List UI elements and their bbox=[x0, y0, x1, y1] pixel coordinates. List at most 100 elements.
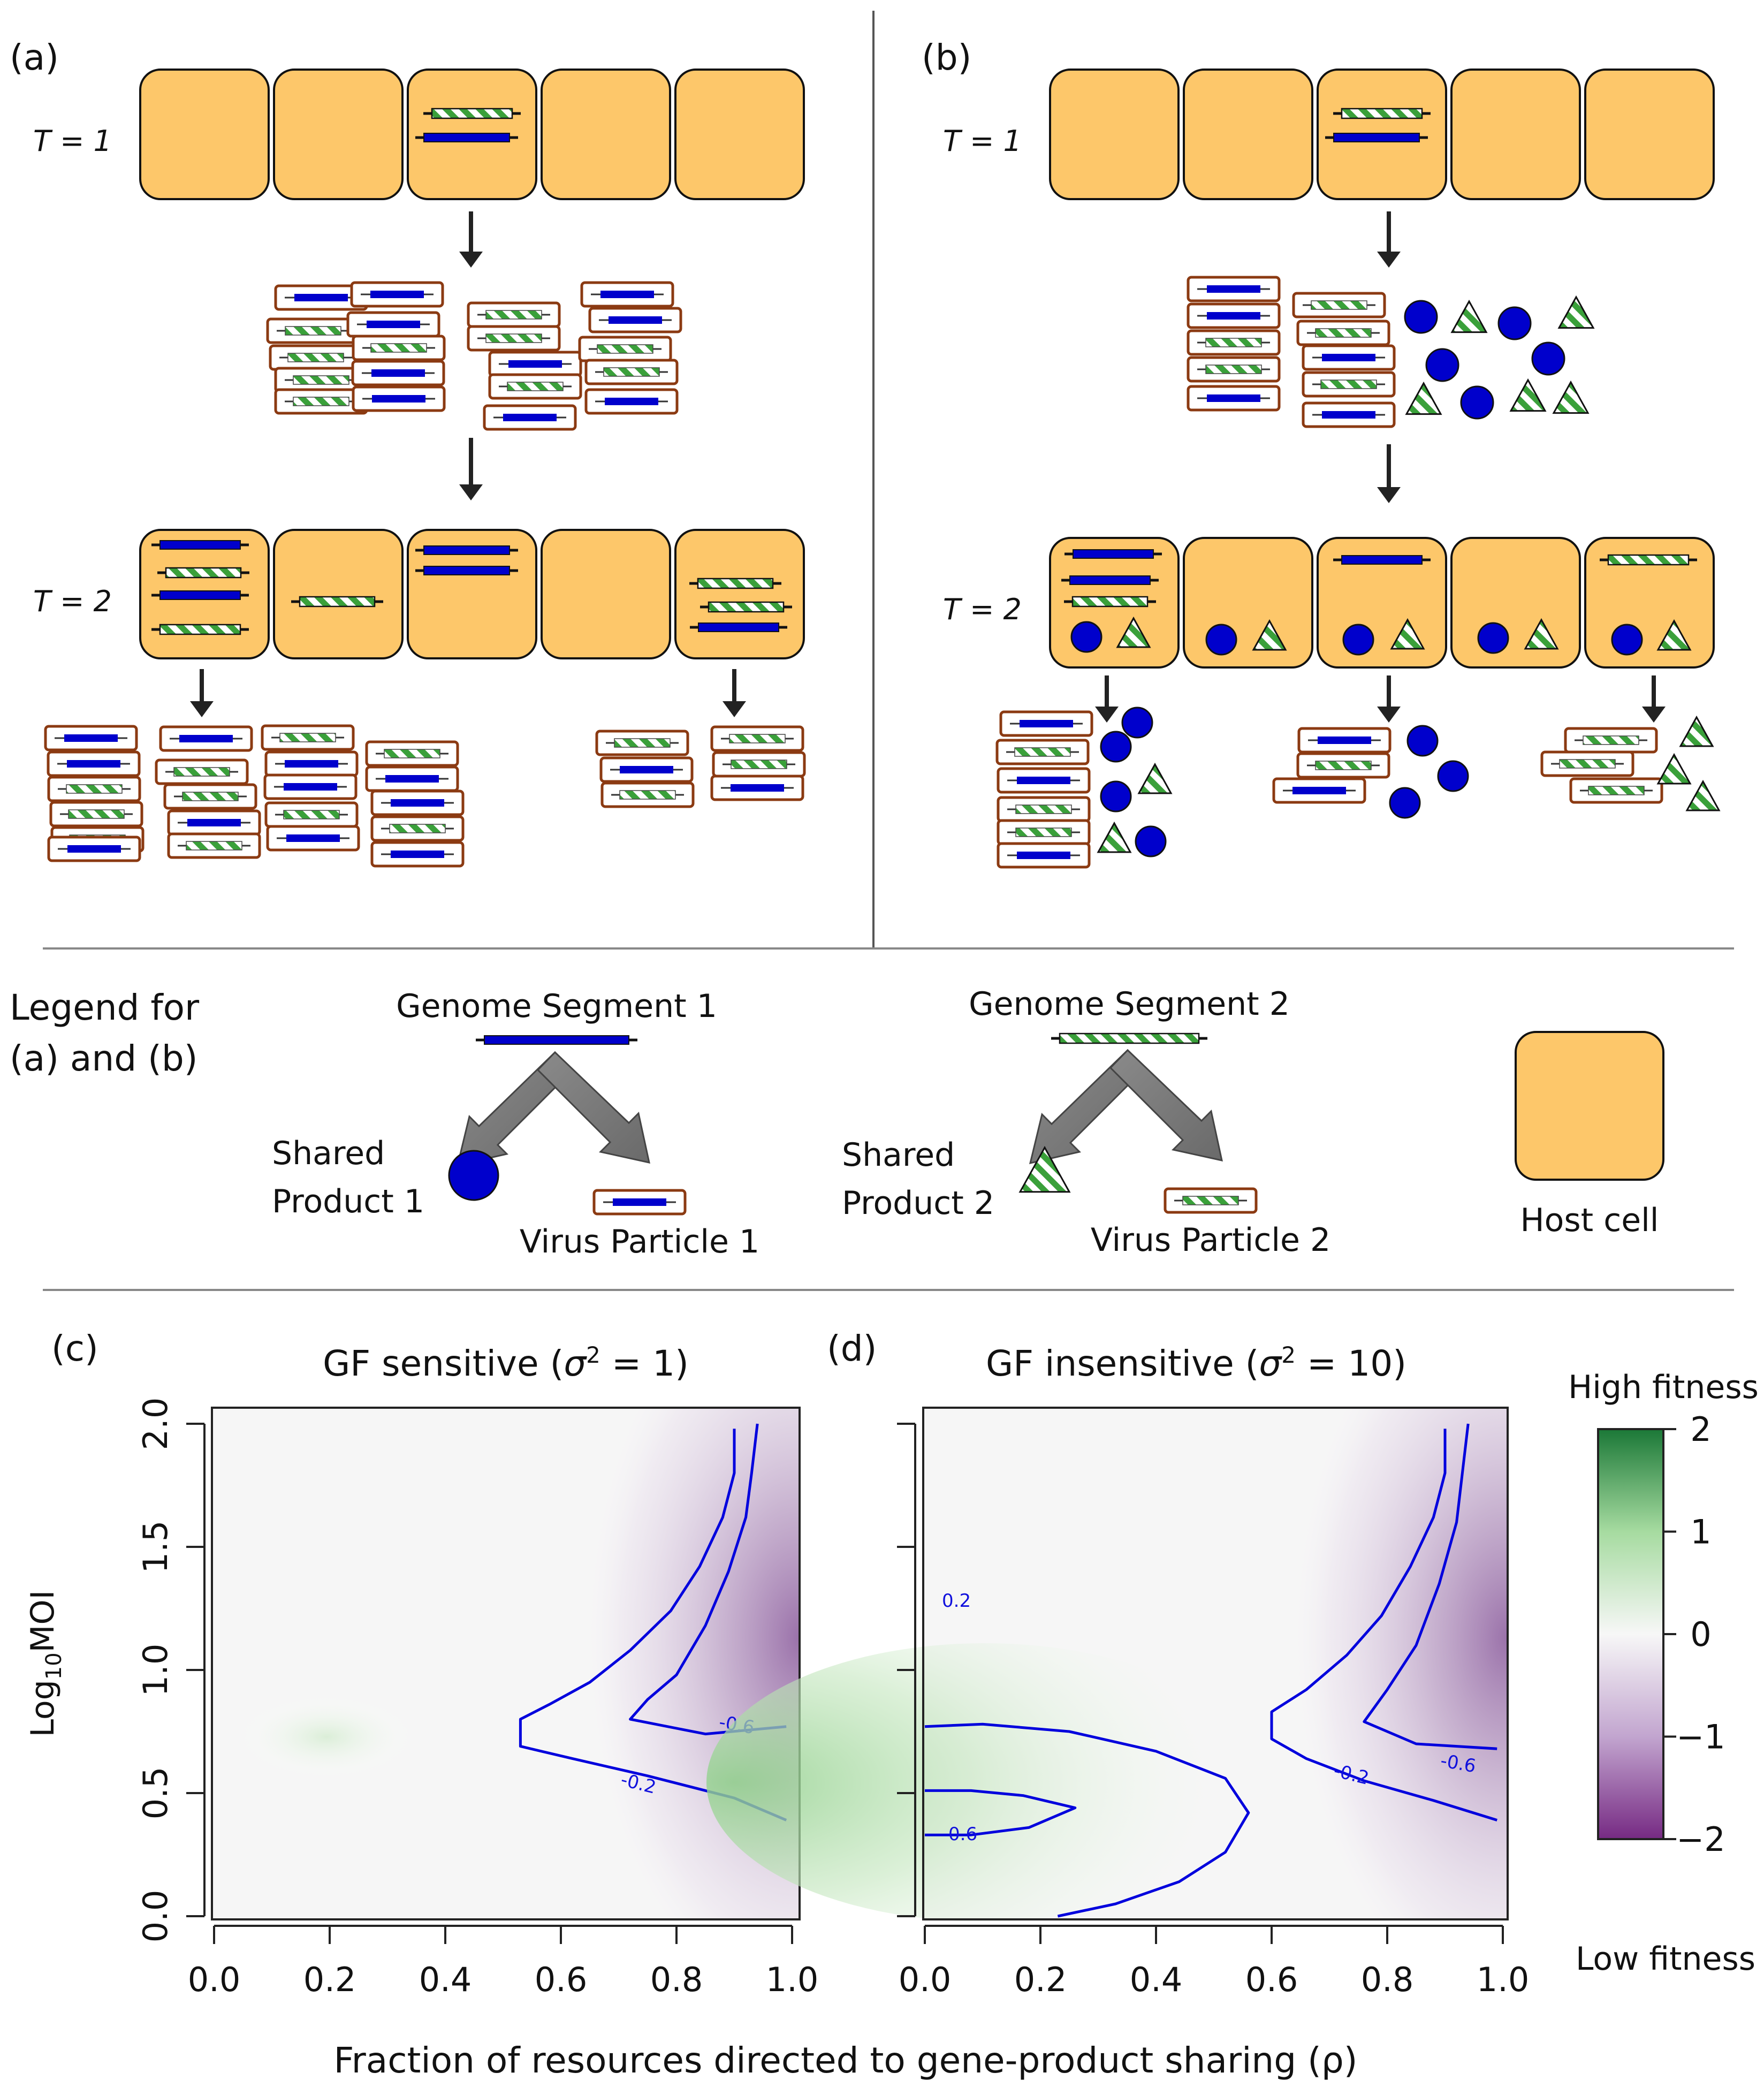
legend-arrows-1 bbox=[456, 1051, 650, 1167]
arrow-b-5 bbox=[1642, 675, 1666, 723]
legend-virus-particle-1 bbox=[592, 1189, 687, 1216]
panel-d-label: (d) bbox=[827, 1328, 877, 1369]
virus-particle-1 bbox=[370, 841, 465, 868]
legend-virus-particle-2 bbox=[1164, 1187, 1258, 1214]
legend-shared-product-2 bbox=[1018, 1145, 1071, 1193]
shared-product-2 bbox=[1137, 762, 1173, 794]
virus-particle-1 bbox=[47, 750, 141, 777]
y-tick-label-c-2: 1.0 bbox=[136, 1644, 175, 1697]
virus-particle-2 bbox=[1569, 777, 1663, 804]
contour-label-d-06: 0.6 bbox=[948, 1824, 977, 1845]
contour-c-1 bbox=[629, 1423, 787, 1736]
shared-product-2 bbox=[1450, 299, 1488, 333]
virus-particle-2 bbox=[1564, 727, 1658, 754]
virus-particle-1 bbox=[599, 756, 694, 783]
x-tick-label-c-4: 0.8 bbox=[650, 1960, 703, 1999]
shared-product-1 bbox=[1406, 725, 1439, 757]
virus-particle-1 bbox=[488, 351, 582, 377]
shared-product-2 bbox=[1252, 619, 1287, 651]
arrow-a-2 bbox=[459, 438, 483, 500]
genome-segment-1 bbox=[151, 590, 249, 600]
virus-particle-2 bbox=[1292, 292, 1386, 318]
virus-particle-1 bbox=[483, 404, 577, 431]
virus-particle-1 bbox=[999, 710, 1093, 737]
colorbar: High fitness 210−1−2 Low fitness bbox=[1568, 1369, 1759, 1978]
virus-particle-2 bbox=[261, 724, 355, 751]
virus-particle-1 bbox=[351, 360, 445, 386]
virus-particle-1 bbox=[1297, 727, 1392, 754]
host-cell-a-t2-5 bbox=[674, 529, 805, 659]
contour-d-0 bbox=[924, 1722, 1250, 1918]
genome-segment-1 bbox=[1065, 549, 1162, 559]
x-tick-label-d-4: 0.8 bbox=[1361, 1960, 1414, 1999]
genome-segment-1 bbox=[1061, 575, 1159, 585]
panel-b-t2: T = 2 bbox=[943, 593, 1022, 626]
genome-segment-2 bbox=[423, 108, 521, 119]
legend-particle1: Virus Particle 1 bbox=[520, 1223, 759, 1261]
shared-product-1 bbox=[1497, 306, 1532, 340]
colorbar-tick-label-3: −1 bbox=[1676, 1718, 1725, 1757]
arrow-b-2 bbox=[1377, 444, 1401, 503]
virus-particle-1 bbox=[588, 307, 682, 333]
virus-particle-1 bbox=[352, 385, 446, 412]
genome-segment-2 bbox=[689, 578, 781, 589]
x-tick-label-d-2: 0.4 bbox=[1130, 1960, 1183, 1999]
legend-host-cell bbox=[1515, 1031, 1664, 1181]
shared-product-2 bbox=[1509, 378, 1547, 412]
virus-particle-1 bbox=[370, 789, 465, 816]
virus-particle-2 bbox=[488, 373, 582, 400]
host-cell-a-t1-5 bbox=[674, 69, 805, 200]
host-cell-a-t1-1 bbox=[139, 69, 270, 200]
virus-particle-1 bbox=[263, 773, 358, 800]
virus-particle-1 bbox=[350, 281, 444, 308]
contour-c-0 bbox=[519, 1429, 787, 1821]
contour-d-3 bbox=[1363, 1423, 1497, 1750]
virus-particle-2 bbox=[370, 815, 465, 842]
shared-product-2 bbox=[1552, 380, 1590, 414]
y-axis-label-c: Log10MOI bbox=[24, 1590, 66, 1737]
panel-b-t1: T = 1 bbox=[943, 124, 1022, 158]
shared-product-1 bbox=[1460, 385, 1494, 420]
legend-heading-1: Legend for bbox=[10, 987, 200, 1028]
genome-segment-1 bbox=[151, 540, 249, 550]
virus-particle-1 bbox=[710, 775, 804, 801]
virus-particle-1 bbox=[159, 725, 253, 752]
genome-segment-1 bbox=[415, 545, 518, 555]
shared-product-2 bbox=[1390, 618, 1425, 650]
virus-particle-2 bbox=[710, 725, 804, 752]
host-cell-b-t1-1 bbox=[1049, 69, 1180, 200]
y-tick-label-c-3: 1.5 bbox=[136, 1521, 175, 1574]
virus-particle-2 bbox=[1187, 356, 1281, 383]
shared-product-1 bbox=[1342, 624, 1374, 656]
x-tick-label-c-3: 0.6 bbox=[535, 1960, 588, 1999]
shared-product-2 bbox=[1685, 779, 1721, 811]
shared-product-2 bbox=[1524, 618, 1559, 650]
shared-product-2 bbox=[1557, 295, 1595, 329]
panel-a-t2: T = 2 bbox=[33, 584, 112, 618]
genome-segment-1 bbox=[1325, 133, 1428, 142]
host-cell-b-t2-2 bbox=[1183, 537, 1313, 669]
genome-segment-1 bbox=[415, 133, 518, 142]
colorbar-title-bottom: Low fitness bbox=[1576, 1940, 1755, 1978]
shared-product-1 bbox=[1205, 624, 1237, 656]
x-tick-label-c-0: 0.0 bbox=[188, 1960, 241, 1999]
x-axis-label: Fraction of resources directed to gene-p… bbox=[333, 2040, 1357, 2081]
virus-particle-2 bbox=[163, 783, 257, 810]
panel-b-label: (b) bbox=[922, 37, 971, 78]
plot-d-frame bbox=[922, 1407, 1509, 1920]
contour-d-1 bbox=[925, 1789, 1077, 1836]
arrow-a-3 bbox=[190, 669, 214, 717]
panel-a-label: (a) bbox=[10, 37, 59, 78]
host-cell-a-t1-4 bbox=[541, 69, 671, 200]
x-tick-label-d-1: 0.2 bbox=[1014, 1960, 1067, 1999]
arrow-b-4 bbox=[1377, 675, 1401, 723]
panel-c-label: (c) bbox=[51, 1328, 98, 1369]
virus-particle-2 bbox=[49, 801, 143, 827]
host-cell-a-t2-2 bbox=[273, 529, 404, 659]
virus-particle-2 bbox=[467, 325, 561, 352]
virus-particle-2 bbox=[266, 317, 360, 344]
virus-particle-2 bbox=[269, 344, 363, 371]
shared-product-1 bbox=[1437, 760, 1469, 792]
legend-heading-2: (a) and (b) bbox=[10, 1038, 197, 1079]
legend-genome-segment-1 bbox=[476, 1035, 637, 1045]
